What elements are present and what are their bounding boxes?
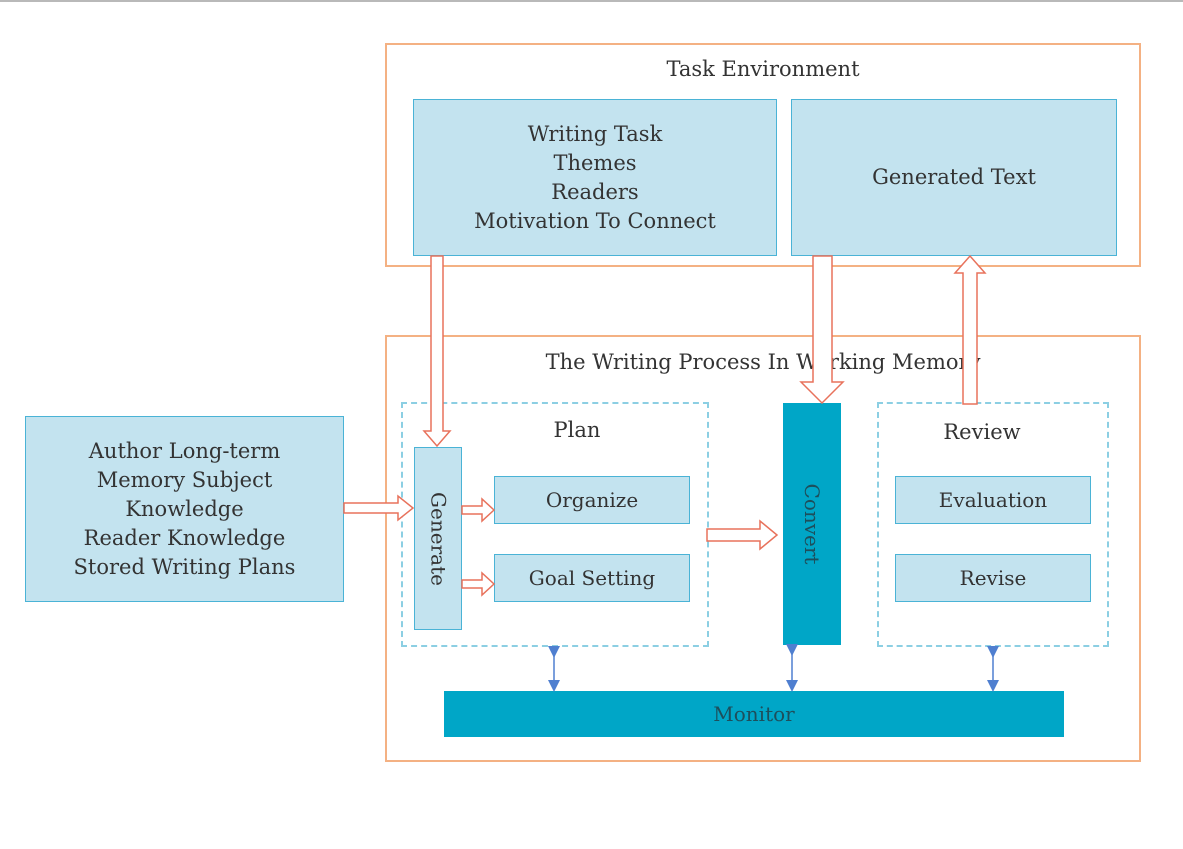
revise-box: Revise [895, 554, 1091, 602]
generate-box: Generate [414, 447, 462, 630]
evaluation-box: Evaluation [895, 476, 1091, 524]
writing-task-line: Themes [553, 150, 637, 175]
long-term-memory-line: Knowledge [125, 496, 244, 521]
evaluation-label: Evaluation [938, 487, 1048, 512]
working-memory-frame [385, 335, 1141, 762]
long-term-memory-line: Memory Subject [96, 467, 273, 492]
task-environment-title: Task Environment [666, 57, 860, 81]
convert-bar: Convert [783, 403, 841, 645]
convert-label: Convert [800, 483, 824, 565]
goal-setting-box: Goal Setting [494, 554, 690, 602]
organize-box: Organize [494, 476, 690, 524]
generated-text-box: Generated Text [791, 99, 1117, 256]
monitor-bar: Monitor [444, 691, 1064, 737]
plan-title: Plan [553, 418, 601, 442]
long-term-memory-box: Author Long-term Memory Subject Knowledg… [25, 416, 344, 602]
writing-task-line: Motivation To Connect [474, 208, 716, 233]
writing-task-box: Writing Task Themes Readers Motivation T… [413, 99, 777, 256]
writing-task-line: Writing Task [527, 121, 663, 146]
long-term-memory-line: Reader Knowledge [83, 525, 286, 550]
top-rule [0, 0, 1183, 2]
generate-label: Generate [426, 491, 451, 586]
goal-setting-label: Goal Setting [528, 565, 656, 590]
writing-task-line: Readers [551, 179, 639, 204]
long-term-memory-line: Author Long-term [88, 438, 281, 463]
task-environment-frame [385, 43, 1141, 267]
working-memory-title: The Writing Process In Working Memory [545, 350, 981, 374]
review-title: Review [943, 420, 1021, 444]
monitor-label: Monitor [713, 702, 795, 726]
generated-text-label: Generated Text [872, 165, 1036, 189]
organize-label: Organize [545, 487, 639, 512]
long-term-memory-line: Stored Writing Plans [73, 554, 296, 579]
revise-label: Revise [959, 565, 1027, 590]
